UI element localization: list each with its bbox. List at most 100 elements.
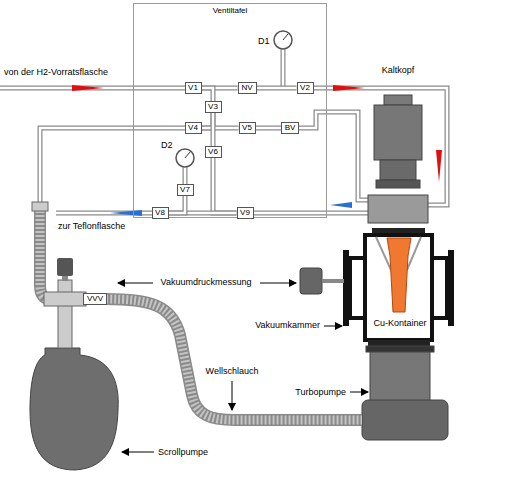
callout-arrows (118, 283, 368, 452)
pipe-outer (256, 126, 282, 131)
valve-label: BV (282, 123, 298, 132)
cold-head-flange (368, 195, 428, 223)
pipe-inner (256, 127, 282, 130)
pipe-outer (0, 49, 447, 213)
cold-head-ring (376, 180, 420, 188)
hose-ribs (40, 211, 50, 299)
part-label: Scrollpumpe (158, 447, 208, 457)
pipe-inner (169, 196, 186, 213)
valve-box: V7 (177, 184, 194, 196)
cold-head-neck (380, 160, 416, 180)
cross-piece (58, 280, 72, 348)
valve-label: V5 (240, 123, 255, 132)
valve-label: V9 (238, 208, 253, 217)
gauge-stem (322, 279, 344, 283)
pipe-connector (257, 88, 297, 89)
part-label: Vakuumdruckmessung (161, 277, 252, 287)
chamber-flange (368, 340, 430, 346)
callout-arrow (260, 283, 296, 284)
cross-piece (44, 292, 86, 306)
flow-arrow-red (72, 85, 104, 91)
pipe-connector (213, 158, 237, 213)
valve-box: V1 (185, 82, 202, 94)
hose-flange (32, 202, 48, 211)
vacuum-gauge (300, 268, 322, 294)
chamber-flange (343, 250, 349, 326)
pipe-outer (211, 113, 216, 146)
flow-arrow-red (333, 85, 365, 91)
part-label: von der H2-Vorratsflasche (4, 67, 108, 77)
valve-box: NV (238, 82, 257, 94)
pipe-outer (169, 196, 186, 213)
pipe-inner (202, 88, 214, 101)
valve-label: V1 (186, 83, 201, 92)
pressure-gauge (176, 31, 292, 167)
scroll-pump (30, 348, 118, 470)
gauge-needle (283, 34, 288, 40)
pipe-outer (257, 86, 297, 91)
chamber-body (365, 235, 432, 340)
hose-outer (40, 211, 50, 299)
pipe-inner (0, 49, 447, 213)
turbo-pump (362, 346, 448, 440)
flow-arrow-blue (330, 202, 352, 208)
pipe-connector (202, 128, 239, 129)
valve-label: V3 (206, 102, 221, 111)
part-label: Turbopumpe (295, 387, 346, 397)
pipe-inner (212, 113, 215, 146)
valve-label: V2 (298, 83, 313, 92)
pump-base (362, 400, 448, 440)
hose-ribs (106, 299, 362, 420)
pipe-inner (213, 158, 237, 213)
valve-box: V6 (205, 146, 222, 158)
pipe-connector (202, 88, 214, 101)
part-label: Wellschlauch (206, 366, 259, 376)
flow-arrow-red (436, 150, 442, 182)
cold-head-cap (384, 95, 412, 105)
gauge-dial (274, 31, 292, 49)
chamber-flange (448, 250, 454, 326)
valve-box: V3 (205, 101, 222, 113)
valve-box: V4 (185, 122, 202, 134)
pipe-outer (202, 126, 239, 131)
pipe-connector (256, 128, 282, 129)
valve-box: V2 (297, 82, 314, 94)
part-label: D1 (258, 36, 270, 46)
panel-title: Ventiltafel (134, 7, 326, 15)
gauge-dial (176, 149, 194, 167)
valve-box: V9 (237, 207, 254, 219)
valve-label: V6 (206, 147, 221, 156)
pump-body (370, 352, 430, 402)
valve-label: V7 (178, 185, 193, 194)
valve-box: VVV (83, 293, 107, 305)
callout-arrow (118, 283, 153, 284)
cold-head-body (374, 105, 422, 160)
part-label: zur Teflonflasche (58, 221, 125, 231)
pipe-connector (169, 196, 186, 213)
pipe-outer (213, 158, 237, 213)
hose-outer (106, 299, 362, 420)
pump-flange (366, 346, 434, 352)
flow-arrow-blue (110, 210, 142, 216)
pipe-inner (257, 87, 297, 90)
vacuum-chamber (343, 228, 454, 346)
valve-box: BV (281, 122, 299, 134)
callout-arrow (122, 452, 154, 453)
valve-label: VVV (84, 294, 106, 303)
valve-label: V8 (153, 208, 168, 217)
callout-arrow (232, 381, 233, 410)
pipe-connector (213, 113, 214, 146)
part-label: Cu-Kontainer (372, 318, 427, 328)
part-label: Vakuumkammer (255, 320, 320, 330)
valve-label: V4 (186, 123, 201, 132)
callout-arrow (324, 326, 342, 327)
callout-arrow (350, 392, 368, 393)
valve-box: V5 (239, 122, 256, 134)
copper-container (387, 238, 411, 312)
pipe-inner (202, 127, 239, 130)
part-label: D2 (161, 140, 173, 150)
cold-head (368, 95, 428, 223)
valve-label: NV (239, 83, 256, 92)
valve-panel: VentiltafelV1 NV V2V3V4 V5 BV V6V7V8 V9 (133, 3, 327, 218)
